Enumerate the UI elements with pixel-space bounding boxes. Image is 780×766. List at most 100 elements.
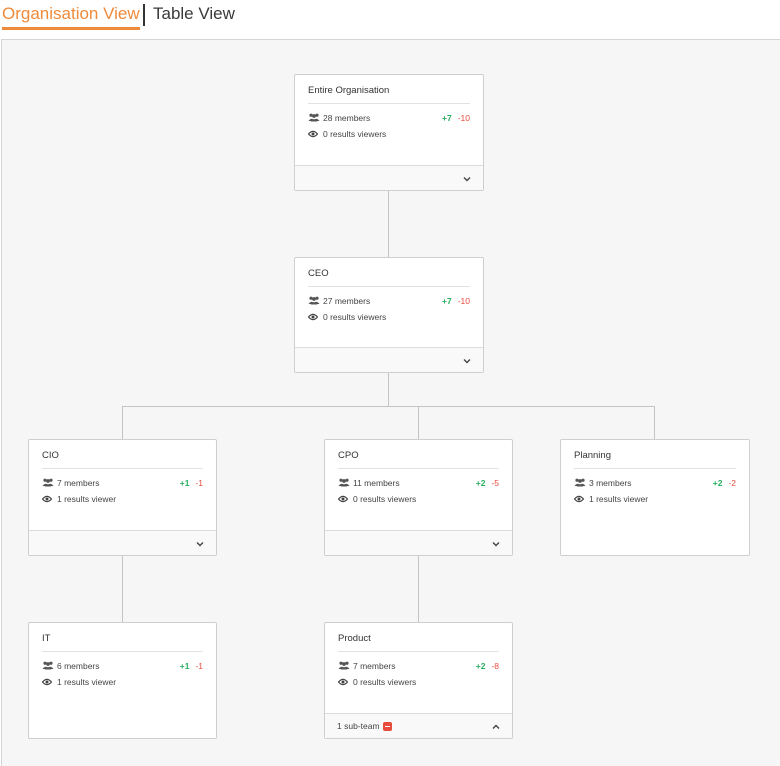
results-viewers: 1 results viewer xyxy=(57,493,117,504)
people-icon xyxy=(42,661,54,670)
viewers-row: 1 results viewer xyxy=(574,492,736,505)
node-title: Entire Organisation xyxy=(308,85,390,96)
positive-delta: +2 xyxy=(712,477,723,488)
people-icon xyxy=(338,478,350,487)
results-viewers: 1 results viewer xyxy=(589,493,649,504)
viewers-row: 0 results viewers xyxy=(308,310,470,323)
divider xyxy=(42,468,203,469)
positive-delta: +7 xyxy=(442,112,452,123)
node-title: CEO xyxy=(308,268,329,279)
members-row: 28 members +7 -10 xyxy=(308,111,470,124)
members-count: 11 members xyxy=(353,477,400,488)
node-title: CIO xyxy=(42,450,59,461)
node-title: CPO xyxy=(338,450,359,461)
node-title: Planning xyxy=(574,450,611,461)
connector-line xyxy=(418,556,419,622)
expand-footer[interactable] xyxy=(29,530,216,555)
people-icon xyxy=(308,113,320,122)
org-node-cio[interactable]: CIO 7 members +1 -1 1 results viewer xyxy=(28,439,217,556)
view-tabs: Organisation View Table View xyxy=(0,0,780,38)
connector-line xyxy=(418,406,419,439)
results-viewers: 0 results viewers xyxy=(323,128,387,139)
people-icon xyxy=(42,478,54,487)
expand-footer[interactable] xyxy=(295,347,483,372)
negative-delta: -8 xyxy=(491,660,499,671)
org-node-ceo[interactable]: CEO 27 members +7 -10 0 results viewers xyxy=(294,257,484,373)
eye-icon xyxy=(574,495,586,503)
members-count: 3 members xyxy=(589,477,632,488)
negative-delta: -10 xyxy=(457,112,470,123)
viewers-row: 1 results viewer xyxy=(42,492,203,505)
tab-table-view[interactable]: Table View xyxy=(153,4,235,23)
results-viewers: 0 results viewers xyxy=(353,493,417,504)
members-count: 7 members xyxy=(353,660,396,671)
collapse-footer[interactable]: 1 sub-team xyxy=(325,713,512,738)
divider xyxy=(42,651,203,652)
chevron-up-icon[interactable] xyxy=(490,720,502,732)
positive-delta: +1 xyxy=(179,660,190,671)
eye-icon xyxy=(338,495,350,503)
node-title: IT xyxy=(42,633,51,644)
chevron-down-icon[interactable] xyxy=(461,172,473,184)
people-icon xyxy=(308,296,320,305)
negative-delta: -10 xyxy=(457,295,470,306)
members-row: 3 members +2 -2 xyxy=(574,476,736,489)
connector-line xyxy=(654,406,655,439)
node-title: Product xyxy=(338,633,371,644)
connector-line xyxy=(388,373,389,406)
subteam-label: 1 sub-team xyxy=(337,721,380,731)
results-viewers: 0 results viewers xyxy=(323,311,387,322)
divider xyxy=(338,651,499,652)
members-row: 7 members +1 -1 xyxy=(42,476,203,489)
positive-delta: +7 xyxy=(442,295,452,306)
eye-icon xyxy=(42,678,54,686)
subteam-count: 1 sub-team xyxy=(337,721,392,731)
chevron-down-icon[interactable] xyxy=(194,537,206,549)
eye-icon xyxy=(42,495,54,503)
org-node-cpo[interactable]: CPO 11 members +2 -5 0 results viewers xyxy=(324,439,513,556)
eye-icon xyxy=(338,678,350,686)
members-count: 6 members xyxy=(57,660,100,671)
members-row: 11 members +2 -5 xyxy=(338,476,499,489)
viewers-row: 0 results viewers xyxy=(338,675,499,688)
connector-line xyxy=(122,556,123,622)
viewers-row: 0 results viewers xyxy=(308,127,470,140)
positive-delta: +2 xyxy=(475,660,486,671)
people-icon xyxy=(574,478,586,487)
minus-badge-icon[interactable] xyxy=(382,721,392,731)
tab-organisation-view[interactable]: Organisation View xyxy=(2,4,140,30)
chevron-down-icon[interactable] xyxy=(490,537,502,549)
expand-footer[interactable] xyxy=(325,530,512,555)
divider xyxy=(338,468,499,469)
viewers-row: 0 results viewers xyxy=(338,492,499,505)
eye-icon xyxy=(308,313,320,321)
negative-delta: -1 xyxy=(195,660,203,671)
divider xyxy=(574,468,736,469)
members-count: 28 members xyxy=(323,112,371,123)
negative-delta: -2 xyxy=(728,477,736,488)
tab-separator xyxy=(143,4,145,26)
connector-line xyxy=(388,191,389,257)
org-chart-canvas[interactable]: Entire Organisation 28 members +7 -10 0 … xyxy=(1,39,780,766)
negative-delta: -1 xyxy=(195,477,203,488)
results-viewers: 1 results viewer xyxy=(57,676,117,687)
viewers-row: 1 results viewer xyxy=(42,675,203,688)
connector-line xyxy=(122,406,123,439)
results-viewers: 0 results viewers xyxy=(353,676,417,687)
members-count: 7 members xyxy=(57,477,100,488)
chevron-down-icon[interactable] xyxy=(461,354,473,366)
eye-icon xyxy=(308,130,320,138)
negative-delta: -5 xyxy=(491,477,499,488)
positive-delta: +1 xyxy=(179,477,190,488)
org-node-entire-organisation[interactable]: Entire Organisation 28 members +7 -10 0 … xyxy=(294,74,484,191)
positive-delta: +2 xyxy=(475,477,486,488)
members-row: 6 members +1 -1 xyxy=(42,659,203,672)
expand-footer[interactable] xyxy=(295,165,483,190)
members-count: 27 members xyxy=(323,295,371,306)
org-node-planning[interactable]: Planning 3 members +2 -2 1 results viewe… xyxy=(560,439,750,556)
connector-line xyxy=(122,406,655,407)
org-node-it[interactable]: IT 6 members +1 -1 1 results viewer xyxy=(28,622,217,739)
divider xyxy=(308,103,470,104)
org-node-product[interactable]: Product 7 members +2 -8 0 results viewer… xyxy=(324,622,513,739)
people-icon xyxy=(338,661,350,670)
